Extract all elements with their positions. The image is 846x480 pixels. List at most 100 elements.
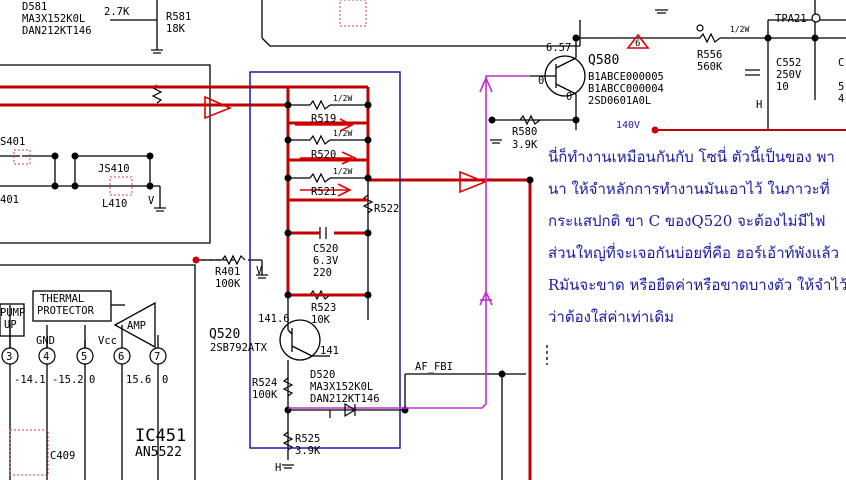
- pin5-voltage: 0: [89, 374, 95, 386]
- right-fragment-1: C: [838, 57, 844, 69]
- q520-ve: 141.6: [258, 313, 290, 325]
- r556-ref: R556: [697, 49, 722, 61]
- pin3-voltage: -14.1: [14, 374, 46, 386]
- junction-dots: [51, 34, 819, 414]
- q580-pin-0a: 0: [538, 75, 544, 87]
- up-label: UP: [4, 319, 17, 331]
- q580-part3: 2SD0601A0L: [588, 95, 651, 107]
- amp-label: AMP: [127, 320, 146, 332]
- watt-label-r556: 1/2W: [730, 25, 749, 34]
- r525-ref: R525: [295, 433, 320, 445]
- r401-val: 100K: [215, 278, 241, 290]
- protector-label: PROTECTOR: [37, 305, 95, 317]
- note-line: นา ให้จำหลักการทำงานมันเอาไว้ ในภาวะที่: [548, 180, 830, 198]
- c552-ref: C552: [776, 57, 801, 69]
- watt-label: 1/2W: [333, 94, 352, 103]
- c409-label: C409: [50, 450, 75, 462]
- d520-diode: [329, 402, 357, 418]
- q520-part: 2SB792ATX: [210, 342, 268, 354]
- note-line: Rมันจะขาด หรือยืดค่าหรือขาดบางตัว ให้จำไ…: [548, 276, 846, 294]
- v-label: V: [148, 195, 155, 207]
- right-fragment-2: 5: [838, 81, 844, 93]
- note-line: ส่วนใหญ่ที่จะเจอกันบ่อยที่คือ ฮอร์เอ้าท์…: [548, 244, 839, 262]
- h-label: H: [275, 462, 281, 474]
- v-r401: V: [256, 265, 263, 277]
- c401-label: 401: [0, 194, 19, 206]
- q520-vc: 141: [320, 345, 339, 357]
- vcc-label: Vcc: [98, 335, 117, 347]
- pin4-voltage: -15.2: [52, 374, 84, 386]
- thermal-label: THERMAL: [40, 293, 84, 305]
- q580-pin-0b: 0: [566, 91, 572, 103]
- r580-ref: R580: [512, 126, 537, 138]
- right-fragment-3: 4: [838, 93, 844, 105]
- js410-label: JS410: [98, 163, 130, 175]
- r521-label: R521: [311, 186, 336, 198]
- pin-3: 3: [6, 351, 12, 363]
- q580-voltage: 6.57: [546, 42, 571, 54]
- r580-val: 3.9K: [512, 139, 538, 151]
- ic451-ref: IC451: [135, 426, 186, 446]
- c520-voltage: 6.3V: [313, 255, 339, 267]
- pin-4: 4: [43, 351, 49, 363]
- af-fbi-label: AF_FBI: [415, 361, 453, 373]
- v140-label: 140V: [616, 120, 640, 131]
- warning-number: 6: [635, 39, 640, 49]
- d520-part: MA3X152K0L: [310, 381, 373, 393]
- c520-val: 220: [313, 267, 332, 279]
- watt-label-3: 1/2W: [333, 167, 352, 176]
- r522-label: R522: [374, 203, 399, 215]
- r524-ref: R524: [252, 377, 277, 389]
- pump-label: PUMP: [0, 307, 25, 319]
- magenta-trace: [288, 75, 530, 409]
- gnd-label: GND: [36, 335, 55, 347]
- r581-val: 18K: [166, 23, 186, 35]
- pin7-voltage: 0: [162, 374, 168, 386]
- s401-label: S401: [0, 136, 25, 148]
- r401-ref: R401: [215, 266, 240, 278]
- c520-ref: C520: [313, 243, 338, 255]
- d520-part2: DAN212KT146: [310, 393, 380, 405]
- q520-ref: Q520: [209, 327, 240, 342]
- d581-part: MA3X152K0L: [22, 13, 85, 25]
- tpa21-label: TPA21: [775, 13, 807, 25]
- q580-part2: B1ABCC000004: [588, 83, 664, 95]
- r525-val: 3.9K: [295, 445, 321, 457]
- note-line: ว่าต้องใส่ค่าเท่าเดิม: [548, 308, 675, 326]
- note-line: นี่ก็ทำงานเหมือนกันกับ โซนี่ ตัวนี้เป็นข…: [548, 148, 835, 166]
- c552-val: 10: [776, 81, 789, 93]
- c552-voltage: 250V: [776, 69, 802, 81]
- ic451-part: AN5522: [135, 445, 182, 460]
- pin-6: 6: [118, 351, 124, 363]
- d520-ref: D520: [310, 369, 335, 381]
- red-arrows: [204, 33, 650, 197]
- r581-ref: R581: [166, 11, 191, 23]
- note-line: กระแสปกติ ขา C ของQ520 จะต้องไม่มีไฟ: [548, 212, 826, 230]
- ground-symbols: [151, 9, 668, 469]
- d581-part2: DAN212KT146: [22, 25, 92, 37]
- top-value: 2.7K: [104, 6, 130, 18]
- red-current-path: [0, 85, 532, 480]
- q520-circuit-box: [249, 71, 401, 449]
- pin-5: 5: [81, 351, 87, 363]
- r523-ref: R523: [311, 302, 336, 314]
- q580-ref: Q580: [588, 53, 619, 68]
- pin-7: 7: [154, 351, 160, 363]
- r524-val: 100K: [252, 389, 278, 401]
- h-label-2: H: [756, 99, 762, 111]
- r523-val: 10K: [311, 314, 331, 326]
- d581-ref: D581: [22, 1, 47, 13]
- ic-pin-circles: [1, 13, 821, 365]
- watt-label-2: 1/2W: [333, 129, 352, 138]
- l410-label: L410: [102, 198, 127, 210]
- pin6-voltage: 15.6: [126, 374, 151, 386]
- annotation-note: นี่ก็ทำงานเหมือนกันกับ โซนี่ ตัวนี้เป็นข…: [548, 141, 846, 333]
- r556-val: 560K: [697, 61, 723, 73]
- q580-part1: B1ABCE000005: [588, 71, 664, 83]
- r520-label: R520: [311, 149, 336, 161]
- r519-label: R519: [311, 113, 336, 125]
- dashed-red-marks: [9, 0, 367, 476]
